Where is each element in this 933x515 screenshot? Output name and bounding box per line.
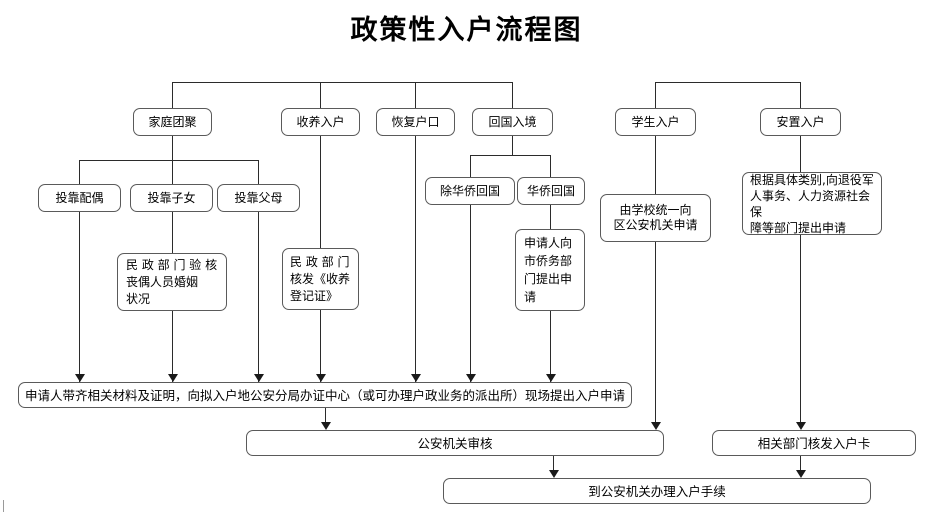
return-distribution-bar (470, 155, 551, 156)
connector-top-to-student (655, 82, 656, 108)
family-distribution-bar (79, 160, 259, 161)
connector-review-to-final (553, 456, 554, 473)
arrow-school-to-review (651, 422, 661, 430)
node-issue-card-label: 相关部门核发入户卡 (757, 435, 871, 451)
node-overseas-office-apply[interactable]: 申请人向 市侨务部 门提出申 请 (515, 229, 585, 311)
node-resettlement-apply[interactable]: 根据具体类别,向退役军 人事务、人力资源社会保 障等部门提出申请 (742, 172, 882, 235)
connector-family-to-parents (258, 160, 259, 184)
connector-restore-down (415, 136, 416, 382)
connector-top-to-return (512, 82, 513, 108)
node-join-parents[interactable]: 投靠父母 (217, 184, 300, 212)
connector-top-to-resettle (800, 82, 801, 108)
node-overseas-return[interactable]: 华侨回国 (517, 177, 585, 205)
node-student[interactable]: 学生入户 (615, 108, 696, 136)
connector-overseas-down-top (550, 205, 551, 229)
connector-card-to-final (800, 456, 801, 473)
connector-return-to-nonoverseas (470, 155, 471, 177)
node-issue-card[interactable]: 相关部门核发入户卡 (712, 430, 916, 456)
connector-adoption-down-bottom (320, 310, 321, 382)
connector-top-to-restore (415, 82, 416, 108)
connector-nonoverseas-down (470, 205, 471, 382)
connector-family-to-spouse (79, 160, 80, 184)
node-return-entry[interactable]: 回国入境 (472, 108, 553, 136)
page-title: 政策性入户流程图 (350, 15, 583, 46)
arrow-children-to-submit (168, 374, 178, 382)
connector-top-to-family (172, 82, 173, 108)
node-resettlement[interactable]: 安置入户 (760, 108, 841, 136)
node-school-apply[interactable]: 由学校统一向 区公安机关申请 (600, 194, 711, 242)
connector-adoption-down-top (320, 136, 321, 248)
connector-family-down (172, 136, 173, 160)
node-submit-onsite[interactable]: 申请人带齐相关材料及证明，向拟入户地公安分局办证中心（或可办理户政业务的派出所）… (18, 382, 632, 408)
arrow-restore-to-submit (411, 374, 421, 382)
node-overseas-office-apply-label: 申请人向 市侨务部 门提出申 请 (524, 236, 573, 304)
connector-school-to-review (655, 242, 656, 425)
arrow-parents-to-submit (254, 374, 264, 382)
connector-spouse-down (79, 212, 80, 382)
node-join-children[interactable]: 投靠子女 (130, 184, 213, 212)
connector-family-to-children (172, 160, 173, 184)
arrow-adoption-to-submit (316, 374, 326, 382)
connector-top-to-adoption (320, 82, 321, 108)
node-restore-hukou[interactable]: 恢复户口 (376, 108, 455, 136)
arrow-submit-to-review (321, 422, 331, 430)
arrow-nonoverseas-to-submit (466, 374, 476, 382)
arrow-overseas-to-submit (546, 374, 556, 382)
node-submit-onsite-label: 申请人带齐相关材料及证明，向拟入户地公安分局办证中心（或可办理户政业务的派出所）… (24, 387, 625, 403)
node-civil-affairs-adoption[interactable]: 民 政 部 门 核发《收养 登记证》 (282, 248, 359, 310)
connector-student-to-detail (655, 136, 656, 194)
top-distribution-bar-right (655, 82, 800, 83)
node-adoption[interactable]: 收养入户 (281, 108, 360, 136)
node-police-review[interactable]: 公安机关审核 (246, 430, 664, 456)
node-civil-affairs-marriage[interactable]: 民 政 部 门 验 核 丧偶人员婚姻 状况 (117, 253, 227, 311)
connector-resettle-to-card (800, 235, 801, 425)
node-civil-affairs-marriage-label: 民 政 部 门 验 核 丧偶人员婚姻 状况 (126, 257, 218, 306)
connector-return-to-overseas (550, 155, 551, 177)
node-police-review-label: 公安机关审核 (417, 435, 493, 451)
arrow-review-to-final (549, 470, 559, 478)
node-join-spouse[interactable]: 投靠配偶 (38, 184, 121, 212)
arrow-spouse-to-submit (75, 374, 85, 382)
node-final-step[interactable]: 到公安机关办理入户手续 (443, 478, 871, 504)
arrow-card-to-final (796, 470, 806, 478)
connector-children-down-bottom (172, 311, 173, 382)
corner-tick-mark (3, 500, 4, 512)
node-civil-affairs-adoption-label: 民 政 部 门 核发《收养 登记证》 (290, 254, 351, 303)
connector-parents-down (258, 212, 259, 382)
node-family-reunion[interactable]: 家庭团聚 (133, 108, 212, 136)
connector-return-down (512, 136, 513, 155)
top-distribution-bar-left (172, 82, 513, 83)
connector-submit-to-review (325, 408, 326, 425)
node-final-step-label: 到公安机关办理入户手续 (588, 483, 726, 499)
node-resettlement-apply-label: 根据具体类别,向退役军 人事务、人力资源社会保 障等部门提出申请 (750, 172, 874, 235)
connector-children-down-top (172, 212, 173, 253)
arrow-resettle-to-card (796, 422, 806, 430)
node-school-apply-label: 由学校统一向 区公安机关申请 (613, 203, 698, 232)
connector-overseas-down-bottom (550, 311, 551, 382)
connector-resettle-to-detail (800, 136, 801, 172)
node-non-overseas-return[interactable]: 除华侨回国 (425, 177, 515, 205)
